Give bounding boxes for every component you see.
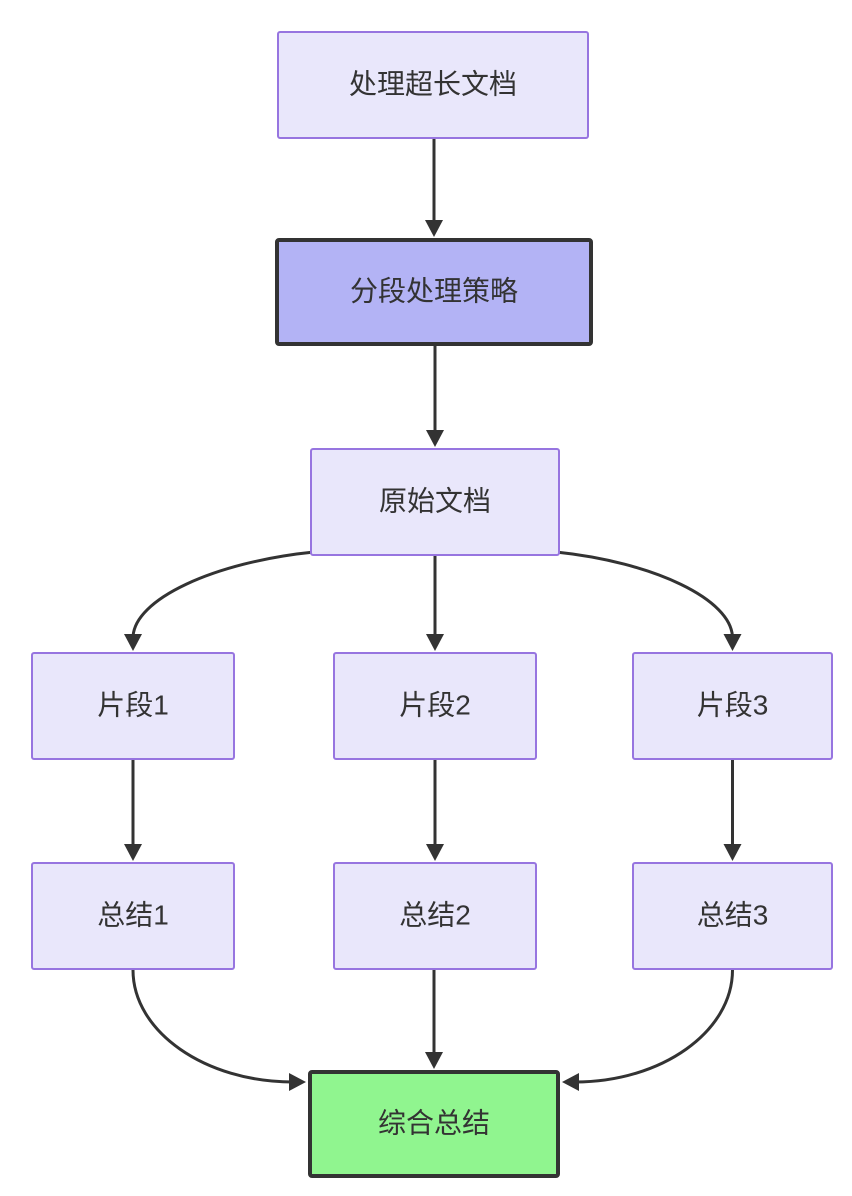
node-label-summary-1: 总结1 bbox=[97, 899, 169, 930]
node-label-summary-2: 总结2 bbox=[399, 899, 471, 930]
node-segment-1[interactable]: 片段1 bbox=[31, 652, 235, 760]
node-label-segment-1: 片段1 bbox=[97, 689, 169, 720]
edge-summary-1-to-final-summary bbox=[131, 969, 306, 1091]
node-source-doc[interactable]: 原始文档 bbox=[310, 448, 560, 556]
node-summary-2[interactable]: 总结2 bbox=[333, 862, 537, 970]
node-doc-root[interactable]: 处理超长文档 bbox=[277, 31, 589, 139]
node-label-segment-3: 片段3 bbox=[697, 689, 769, 720]
edge-segment-2-to-summary-2 bbox=[426, 760, 444, 861]
edge-layer bbox=[124, 139, 742, 1091]
node-strategy[interactable]: 分段处理策略 bbox=[275, 238, 593, 346]
node-label-doc-root: 处理超长文档 bbox=[349, 68, 517, 99]
node-label-summary-3: 总结3 bbox=[697, 899, 769, 930]
node-summary-1[interactable]: 总结1 bbox=[31, 862, 235, 970]
edge-source-doc-to-segment-2 bbox=[426, 556, 444, 651]
node-label-segment-2: 片段2 bbox=[399, 689, 471, 720]
node-label-source-doc: 原始文档 bbox=[379, 485, 491, 516]
node-summary-3[interactable]: 总结3 bbox=[632, 862, 833, 970]
edge-source-doc-to-segment-1 bbox=[124, 550, 315, 651]
edge-summary-3-to-final-summary bbox=[562, 969, 734, 1091]
edge-segment-3-to-summary-3 bbox=[723, 760, 742, 861]
node-label-final-summary: 综合总结 bbox=[378, 1107, 490, 1138]
node-label-strategy: 分段处理策略 bbox=[350, 275, 518, 306]
edge-strategy-to-source-doc bbox=[426, 346, 444, 447]
edge-doc-root-to-strategy bbox=[425, 139, 443, 237]
node-final-summary[interactable]: 综合总结 bbox=[308, 1070, 560, 1178]
edge-source-doc-to-segment-3 bbox=[555, 550, 742, 651]
edge-segment-1-to-summary-1 bbox=[124, 760, 142, 861]
edge-summary-2-to-final-summary bbox=[425, 970, 443, 1069]
node-segment-2[interactable]: 片段2 bbox=[333, 652, 537, 760]
node-segment-3[interactable]: 片段3 bbox=[632, 652, 833, 760]
